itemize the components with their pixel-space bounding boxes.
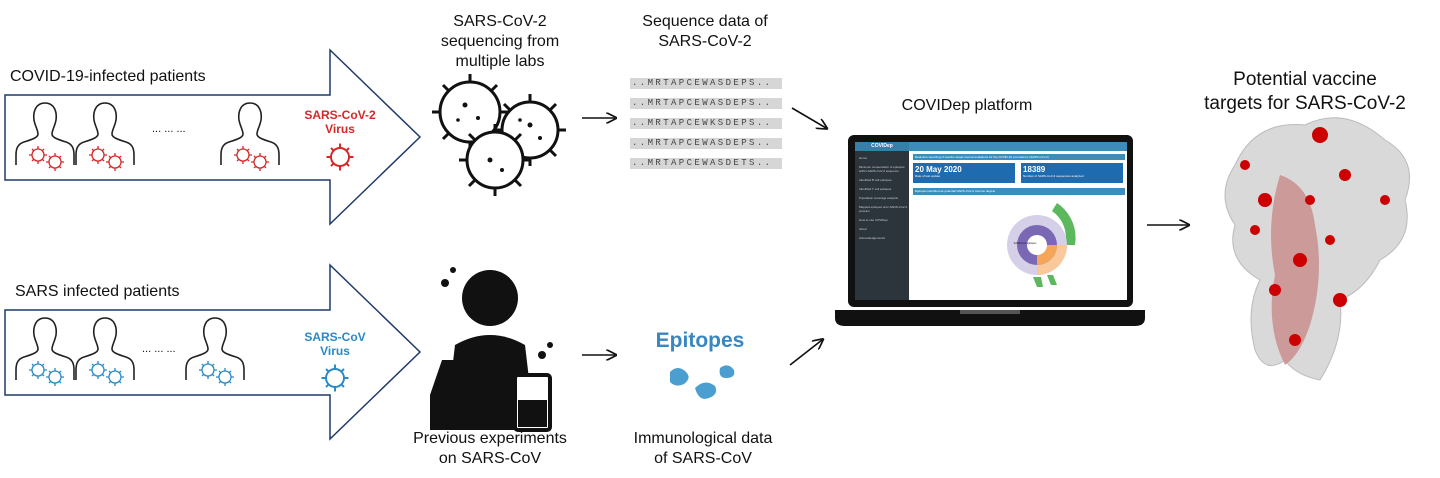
count-value: 18389	[1023, 165, 1046, 174]
count-caption: Number of SARS-CoV-2 sequences analyzed	[1023, 174, 1084, 178]
date-value: 20 May 2020	[915, 165, 962, 174]
epitope-shapes-icon	[670, 365, 735, 399]
covidep-screen: COVIDep Home Minimum conservation of epi…	[855, 142, 1127, 300]
scientist-icon	[430, 267, 553, 432]
sidebar-item[interactable]: Identified T cell epitopes	[859, 187, 892, 191]
epitopes-label: Epitopes	[655, 329, 745, 352]
top-patient-arrow	[4, 48, 422, 226]
sequencing-label: SARS-CoV-2 sequencing from multiple labs	[440, 13, 560, 70]
ellipsis: ... ... ...	[142, 343, 176, 355]
sequence-row: ..MRTAPCEWASDEPS..	[630, 138, 782, 149]
sequence-row: ..MRTAPCEWASDETS..	[630, 158, 782, 169]
panel-title: Epitopes identified as potential SARS-Co…	[913, 188, 1125, 195]
sidebar-item[interactable]: Population coverage analysis	[859, 196, 899, 200]
sars-cov-2-virus-cluster-icon	[432, 74, 566, 196]
sidebar-item[interactable]: About	[859, 227, 867, 231]
bottom-patient-arrow	[4, 263, 422, 441]
sidebar-item[interactable]: How to use COVIDep	[859, 218, 888, 222]
protein-structure-image	[1224, 117, 1410, 381]
sidebar-item[interactable]: Identified B cell epitopes	[859, 178, 892, 182]
previous-experiments-label: Previous experiments on SARS-CoV	[413, 430, 567, 467]
sidebar-item: Minimum conservation of epitopes within …	[859, 165, 905, 173]
chart-center-label: SARS-CoV epitopes	[1013, 242, 1037, 245]
sidebar: Home Minimum conservation of epitopes wi…	[855, 151, 909, 300]
person-icons-bottom	[15, 317, 245, 381]
platform-title: COVIDep platform	[901, 97, 1033, 114]
ellipsis: ... ... ...	[152, 123, 186, 135]
sars-cov-2-virus-label: SARS-CoV-2 Virus	[304, 108, 376, 136]
app-header	[855, 142, 1127, 151]
count-box: 18389 Number of SARS-CoV-2 sequences ana…	[1021, 163, 1123, 183]
sequence-row: ..MRTAPCEWASDEPS..	[630, 98, 782, 109]
arrow-icon	[791, 107, 826, 128]
sequence-row: ..MRTAPCEWKSDEPS..	[630, 118, 782, 129]
sidebar-item[interactable]: Acknowledgements	[859, 236, 886, 240]
sars-cov-virus-label: SARS-CoV Virus	[304, 330, 366, 358]
sunburst-chart	[1007, 203, 1076, 287]
arrow-icon	[789, 340, 822, 366]
sars-patients-label: SARS infected patients	[15, 283, 180, 300]
date-box: 20 May 2020 Date of last update	[913, 163, 1015, 183]
banner: Real-time reporting of vaccine target re…	[913, 154, 1125, 160]
covid19-patients-label: COVID-19-infected patients	[10, 68, 206, 85]
sequence-row: ..MRTAPCEWASDEPS..	[630, 78, 782, 89]
date-caption: Date of last update	[915, 174, 941, 178]
vaccine-targets-title: Potential vaccine targets for SARS-CoV-2	[1204, 69, 1406, 114]
sidebar-item[interactable]: Home	[859, 156, 868, 160]
sequence-data-title: Sequence data of SARS-CoV-2	[642, 13, 768, 50]
app-logo: COVIDep	[855, 142, 909, 151]
immunological-data-label: Immunological data of SARS-CoV	[633, 430, 773, 467]
sidebar-item[interactable]: Mapped epitopes onto SARS-CoV-2 proteins	[859, 205, 908, 213]
